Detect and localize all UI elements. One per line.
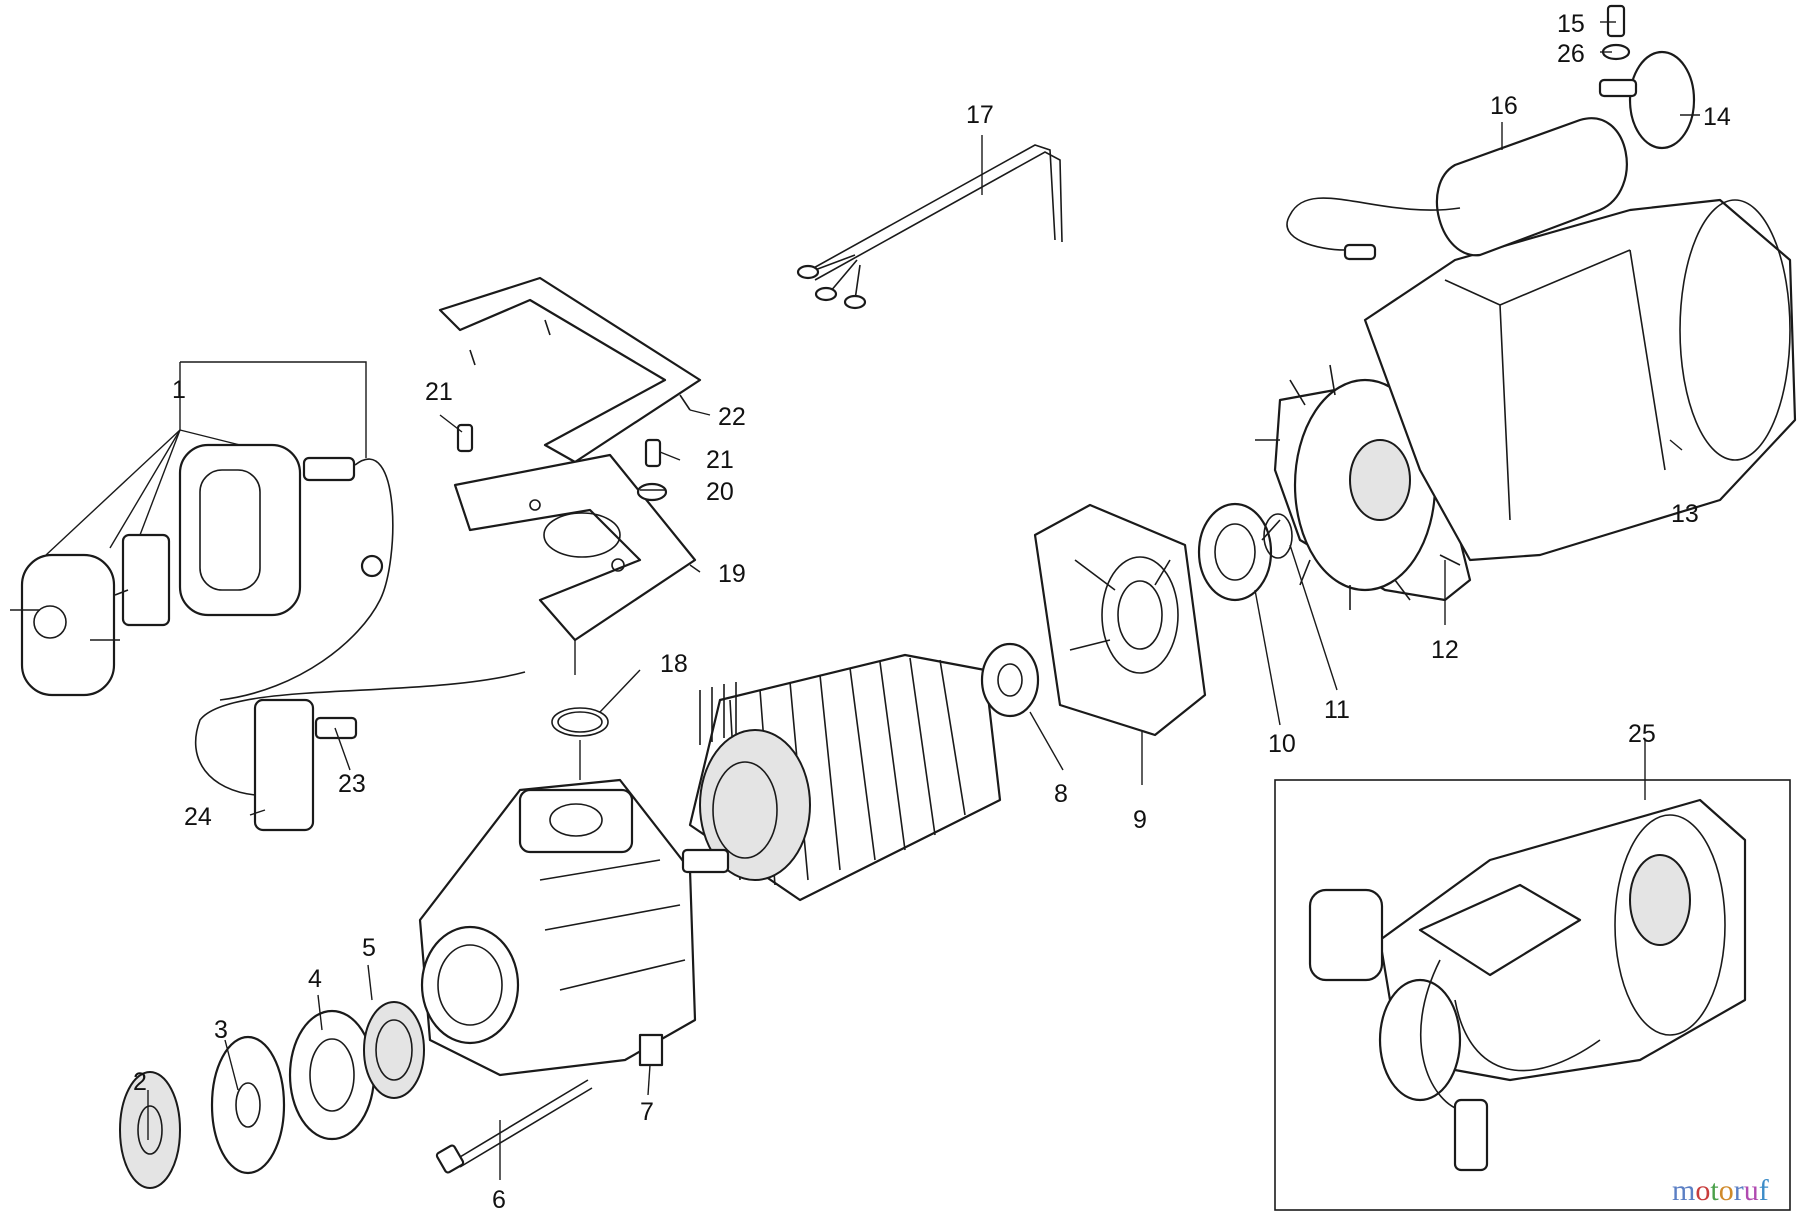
svg-text:motoruf: motoruf [1672, 1174, 1769, 1207]
callout-6: 6 [492, 1186, 506, 1214]
callout-23: 23 [338, 770, 366, 798]
switch-assembly [10, 361, 394, 701]
motor-rotor [681, 653, 1002, 902]
callout-16: 16 [1490, 92, 1518, 120]
callout-labels: 1 2 3 4 5 6 7 8 9 10 11 12 13 14 15 16 1… [133, 10, 1731, 1214]
pump-housing [418, 778, 697, 1077]
callout-11: 11 [1324, 696, 1350, 724]
callout-22: 22 [718, 403, 746, 431]
capacitor [1286, 117, 1628, 261]
top-cover [438, 276, 702, 464]
motor-housing [1363, 198, 1797, 562]
end-shield [1033, 503, 1207, 737]
callout-18: 18 [660, 650, 688, 678]
callout-3: 3 [214, 1016, 228, 1044]
callout-9: 9 [1133, 806, 1147, 834]
callout-14: 14 [1703, 103, 1731, 131]
leader-lines [147, 21, 1700, 1180]
watermark-letter-o: o [1695, 1174, 1710, 1207]
micro-switch [194, 671, 526, 832]
callout-21-left: 21 [425, 378, 453, 406]
power-cable [796, 144, 1063, 310]
capacitor-clamp [1598, 4, 1696, 150]
watermark-letter-m: m [1672, 1174, 1695, 1207]
callout-12: 12 [1431, 636, 1459, 664]
watermark-letter-u: u [1744, 1174, 1759, 1207]
callout-10: 10 [1268, 730, 1296, 758]
cooling-fan [1255, 364, 1472, 610]
callout-15: 15 [1557, 10, 1585, 38]
watermark-logo: motoruf [1672, 1174, 1769, 1207]
callout-13: 13 [1671, 500, 1699, 528]
callout-25: 25 [1628, 720, 1656, 748]
callout-7: 7 [640, 1098, 654, 1126]
callout-8: 8 [1054, 780, 1068, 808]
callout-5: 5 [362, 934, 376, 962]
callout-26: 26 [1557, 40, 1585, 68]
assembled-view-inset [1274, 779, 1791, 1211]
callout-21-right: 21 [706, 446, 734, 474]
callout-4: 4 [308, 965, 322, 993]
callout-24: 24 [184, 803, 212, 831]
callout-2: 2 [133, 1068, 147, 1096]
long-bolt [435, 1079, 593, 1174]
front-bearing-stack [119, 1001, 425, 1189]
callout-20: 20 [706, 478, 734, 506]
o-ring [551, 707, 609, 780]
shaft-seal [1197, 502, 1293, 602]
watermark-letter-r: r [1734, 1174, 1744, 1207]
callout-19: 19 [718, 560, 746, 588]
rear-bearing [980, 642, 1040, 718]
watermark-letter-f: f [1759, 1174, 1769, 1207]
watermark-letter-o2: o [1719, 1174, 1734, 1207]
watermark-letter-t: t [1710, 1174, 1719, 1207]
callout-1: 1 [172, 376, 186, 404]
callout-17: 17 [966, 101, 994, 129]
